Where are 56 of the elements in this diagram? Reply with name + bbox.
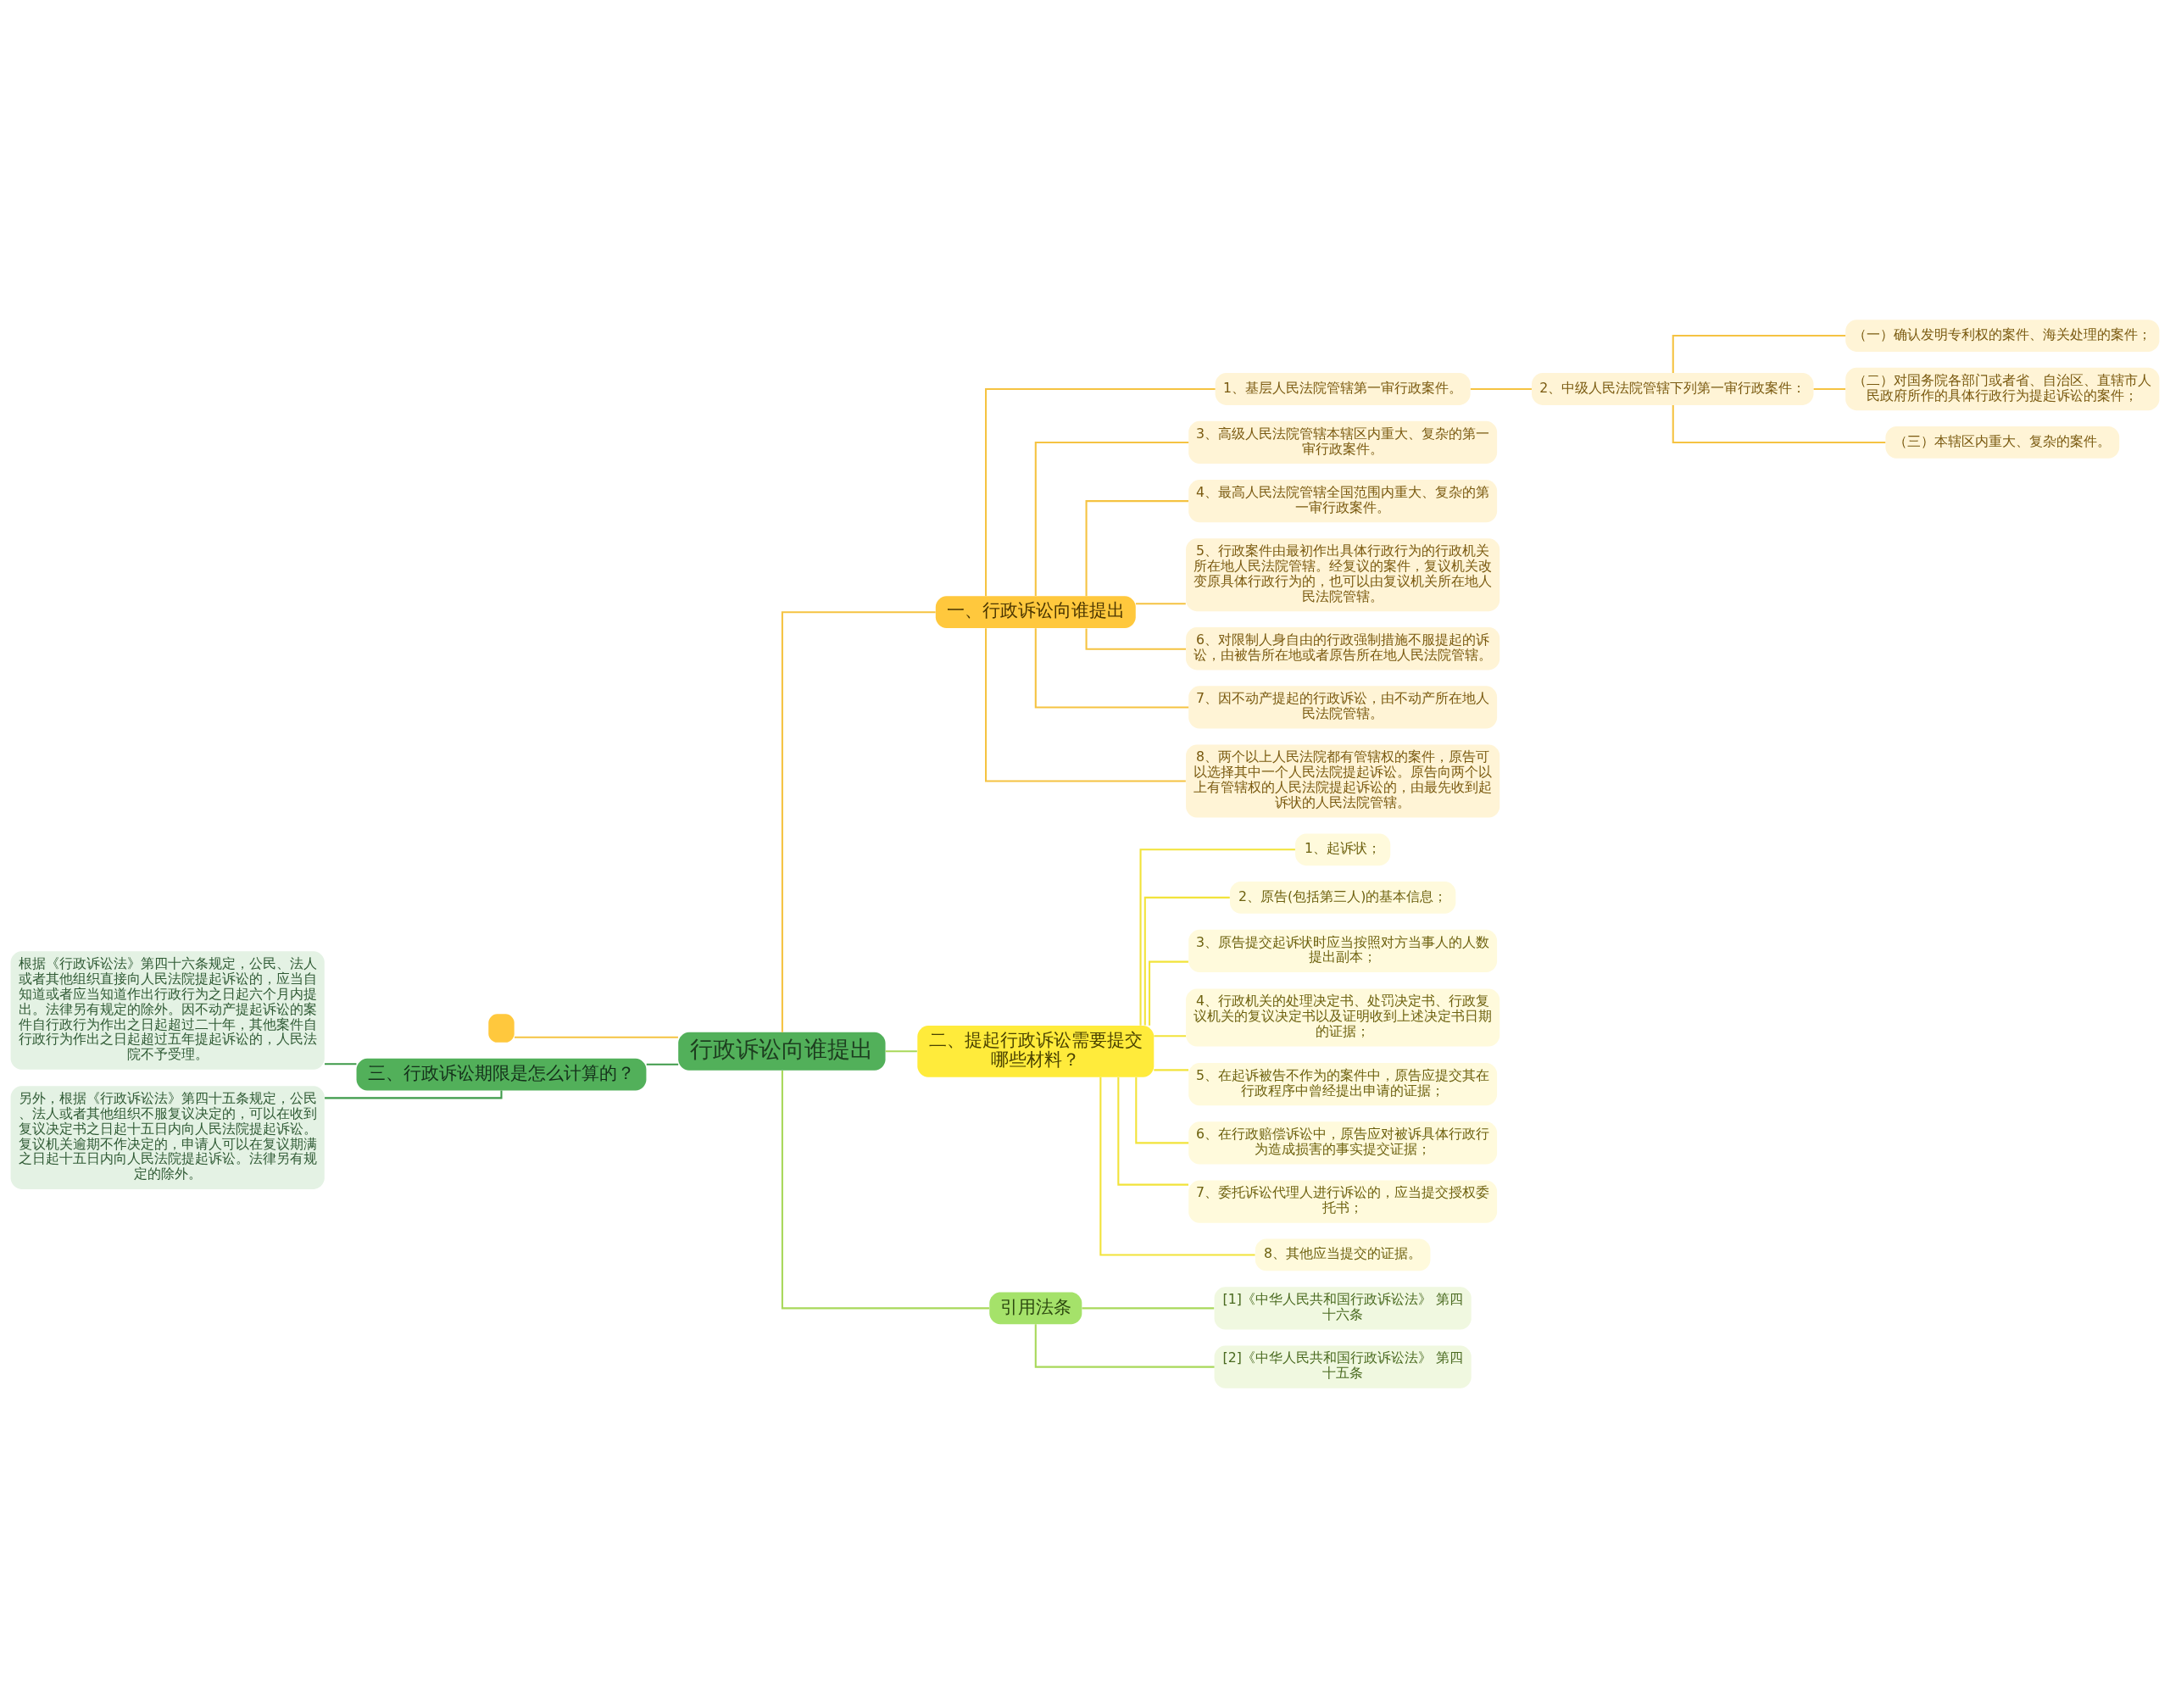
node-box: 8、两个以上人民法院都有管辖权的案件，原告可以选择其中一个人民法院提起诉讼。原告向两个以上有管辖权的人民法院提起诉讼的，由最先收到起诉状的人民法院管辖。 (1186, 744, 1500, 818)
connector (1117, 1077, 1188, 1186)
node-box: 8、其他应当提交的证据。 (1255, 1238, 1431, 1271)
connector (985, 387, 1216, 597)
connector (1143, 896, 1230, 1026)
connector (1034, 1324, 1215, 1368)
node-box: （二）对国务院各部门或者省、自治区、直辖市人民政府所作的具体行政行为提起诉讼的案件； (1845, 367, 2160, 411)
connector (1135, 603, 1186, 605)
node-box: 三、行政诉讼期限是怎么计算的？ (356, 1058, 647, 1091)
connector (1470, 387, 1532, 391)
connector (1154, 1035, 1186, 1038)
connector (1813, 387, 1846, 391)
node-box: 引用法条 (989, 1292, 1082, 1325)
node-box: （三）本辖区内重大、复杂的案件。 (1885, 426, 2120, 459)
connector (1672, 335, 1846, 374)
connector (1034, 441, 1189, 597)
connector (1139, 848, 1295, 1026)
node-box: 一、行政诉讼向谁提出 (935, 596, 1136, 629)
connector (781, 1071, 989, 1310)
node-box: 5、行政案件由最初作出具体行政行为的行政机关所在地人民法院管辖。经复议的案件，复议机关改变原具体行政行为的，也可以由复议机关所在地人民法院管辖。 (1186, 538, 1500, 612)
node-box: （一）确认发明专利权的案件、海关处理的案件； (1845, 320, 2160, 352)
connector (985, 628, 1186, 782)
node-box: 二、提起行政诉讼需要提交哪些材料？ (917, 1025, 1155, 1077)
connector (781, 611, 936, 1032)
node-box: 根据《行政诉讼法》第四十六条规定，公民、法人或者其他组织直接向人民法院提起诉讼的，应当自知道或者应当知道作出行政行为之日起六个月内提出。法律另有规定的除外。因不动产提起诉讼的案件自行政行为作出之日起超过二十年，其他案件自行政行为作出之日起超过五年提起诉讼的，人民法院不予受理。 (10, 951, 325, 1070)
connector (325, 1063, 357, 1065)
node-box: 3、高级人民法院管辖本辖区内重大、复杂的第一审行政案件。 (1188, 420, 1498, 465)
node-box (488, 1014, 515, 1043)
node-box: 1、基层人民法院管辖第一审行政案件。 (1215, 373, 1471, 405)
node-box: 5、在起诉被告不作为的案件中，原告应提交其在行政程序中曾经提出申请的证据； (1188, 1062, 1498, 1106)
node-box: 行政诉讼向谁提出 (678, 1032, 886, 1071)
connector (646, 1063, 679, 1065)
node-box: [1]《中华人民共和国行政诉讼法》 第四十六条 (1214, 1287, 1472, 1330)
connector (1672, 404, 1886, 443)
connector (885, 1050, 917, 1053)
node-box: 1、起诉状； (1295, 833, 1391, 866)
node-box: [2]《中华人民共和国行政诉讼法》 第四十五条 (1214, 1345, 1472, 1388)
node-box: 4、行政机关的处理决定书、处罚决定书、行政复议机关的复议决定书以及证明收到上述决定书日期的证据； (1186, 988, 1500, 1047)
node-box: 6、在行政赔偿诉讼中，原告应对被诉具体行政行为造成损害的事实提交证据； (1188, 1121, 1498, 1165)
connector (515, 1036, 678, 1038)
node-box: 2、中级人民法院管辖下列第一审行政案件： (1532, 373, 1814, 405)
connector (1154, 1069, 1189, 1071)
node-box: 另外，根据《行政诉讼法》第四十五条规定，公民、法人或者其他组织不服复议决定的，可以在收到复议决定书之日起十五日内向人民法院提起诉讼。复议机关逾期不作决定的，申请人可以在复议期满之日起十五日内向人民法院提起诉讼。法律另有规定的除外。 (10, 1086, 325, 1189)
node-box: 6、对限制人身自由的行政强制措施不服提起的诉讼，由被告所在地或者原告所在地人民法院管辖。 (1186, 627, 1500, 670)
connector (1085, 500, 1188, 597)
connector (1034, 628, 1189, 709)
connector (1149, 960, 1188, 1026)
node-box: 7、委托诉讼代理人进行诉讼的，应当提交授权委托书； (1188, 1180, 1498, 1223)
connector (1082, 1307, 1215, 1310)
node-box: 2、原告(包括第三人)的基本信息； (1229, 882, 1456, 914)
connector (1085, 628, 1186, 650)
connector (1099, 1077, 1255, 1256)
node-box: 7、因不动产提起的行政诉讼，由不动产所在地人民法院管辖。 (1188, 686, 1498, 729)
connector (1135, 1077, 1189, 1144)
node-box: 3、原告提交起诉状时应当按照对方当事人的人数提出副本； (1188, 929, 1498, 972)
node-box: 4、最高人民法院管辖全国范围内重大、复杂的第一审行政案件。 (1188, 479, 1498, 523)
